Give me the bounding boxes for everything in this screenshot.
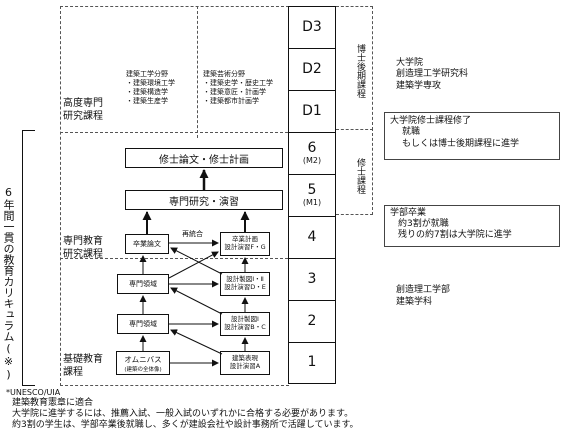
grad-thesis-box: 卒業論文 [125, 234, 169, 254]
grad-design-box: 卒業計画 設計演習F・G [220, 232, 270, 256]
year-column: D3 D2 D1 6 (M2) 5 (M1) 4 3 2 1 [288, 6, 336, 384]
phase-divider-1 [60, 132, 288, 133]
research-box: 専門研究・演習 [125, 190, 283, 210]
faculty-info-line: 創造理工学部 [396, 285, 451, 295]
year-label: D2 [302, 60, 322, 77]
field-design-item: ・建築都市計画学 [203, 97, 259, 106]
left-bracket [22, 130, 35, 386]
faculty-info-line: 建築学科 [396, 296, 433, 307]
year-cell: 3 [289, 259, 335, 301]
arrow-design-bc-to-special [170, 287, 223, 315]
field-design-item: ・建築意匠・計画学 [203, 88, 266, 97]
thesis-label: 修士論文・修士計画 [159, 154, 249, 166]
field-engineering-item: ・建築構造学 [126, 88, 168, 97]
year-label: 2 [307, 312, 317, 329]
year-label: 1 [307, 353, 317, 370]
undergrad-info-line: 約3割が就職 [398, 218, 449, 229]
year-cell: D3 [289, 7, 335, 49]
year-sub-label: (M1) [302, 197, 322, 207]
reintegration-label: 再統合 [182, 230, 203, 238]
doctor-info-line: 建築学専攻 [396, 80, 442, 91]
expression-label: 建築表現 設計演習A [229, 354, 261, 370]
year-cell: 2 [289, 301, 335, 343]
year-label: 6 [307, 140, 317, 157]
master-info-box: 大学院修士課程修了 就職 もしくは博士後期課程に進学 [384, 112, 560, 160]
special-area-box-lower: 専門領域 [117, 314, 169, 334]
field-divider [197, 6, 198, 138]
year-label: 4 [307, 228, 317, 245]
undergrad-info-box: 学部卒業 約3割が就職 残りの約7割は大学院に進学 [384, 205, 560, 247]
master-info-line: 就職 [402, 127, 421, 138]
year-cell: D1 [289, 91, 335, 133]
master-label: 修士課程 [355, 158, 365, 194]
field-design: 建築芸術分野 ・建築史学・歴史工学 ・建築意匠・計画学 ・建築都市計画学 [203, 70, 273, 106]
doctor-info-line: 大学院 [396, 58, 424, 68]
year-label: D1 [302, 102, 322, 119]
footnote-line: 建築教育憲章に適合 [12, 397, 94, 408]
omnibus-sub-label: (建築の全体像) [124, 366, 162, 373]
year-label: 5 [307, 182, 317, 199]
undergrad-title: 学部卒業 [390, 208, 427, 218]
year-cell: 1 [289, 343, 335, 382]
doctor-bracket [336, 6, 373, 130]
omnibus-label: オムニバス [124, 354, 162, 364]
undergrad-info-line: 残りの約7割は大学院に進学 [398, 229, 512, 240]
field-design-title: 建築芸術分野 [203, 70, 245, 78]
special-area-box-upper: 専門領域 [117, 274, 169, 294]
master-bracket [336, 128, 373, 215]
year-cell: 6 (M2) [289, 133, 335, 175]
year-cell: 4 [289, 217, 335, 259]
grad-thesis-label: 卒業論文 [133, 240, 161, 248]
footnote-title: *UNESCO/UIA [6, 388, 61, 397]
phase-label-basic: 基礎教育課程 [63, 354, 103, 378]
master-info-line: もしくは博士後期課程に進学 [402, 138, 520, 149]
footnote-line: 大学院に進学するには、推薦入試、一般入試のいずれかに合格する必要があります。 [12, 408, 354, 419]
phase-label-professional: 専門教育研究課程 [63, 236, 103, 260]
year-cell: D2 [289, 49, 335, 91]
curriculum-frame [60, 6, 289, 386]
special-area-label: 専門領域 [129, 280, 157, 288]
design-de-box: 設計製図Ⅰ・Ⅱ 設計演習D・E [220, 272, 270, 296]
field-engineering: 建築工学分野 ・建築環境工学 ・建築構造学 ・建築生産学 [126, 70, 175, 106]
arrow-design-de-to-grad-thesis [170, 247, 223, 275]
master-complete: 大学院修士課程修了 [390, 116, 472, 126]
research-label: 専門研究・演習 [169, 196, 239, 208]
year-label: 3 [307, 270, 317, 287]
grad-design-label: 卒業計画 設計演習F・G [224, 235, 266, 251]
field-engineering-title: 建築工学分野 [126, 70, 168, 78]
arrow-special-to-grad-design [168, 251, 219, 279]
field-design-item: ・建築史学・歴史工学 [203, 79, 273, 88]
design-de-label: 設計製図Ⅰ・Ⅱ 設計演習D・E [224, 275, 266, 291]
field-engineering-item: ・建築生産学 [126, 97, 168, 106]
doctor-info: 大学院 創造理工学研究科 建築学専攻 [396, 58, 468, 92]
doctor-info-line: 創造理工学研究科 [396, 69, 469, 80]
curriculum-vertical-label: 6年間一貫の教育カリキュラム(※) [2, 186, 15, 381]
phase-divider-2 [60, 258, 288, 259]
faculty-info: 創造理工学部 建築学科 [396, 285, 450, 308]
field-engineering-item: ・建築環境工学 [126, 79, 175, 88]
phase-label-advanced: 高度専門研究課程 [63, 98, 103, 122]
design-bc-label: 設計製図Ⅰ 設計演習B・C [224, 315, 266, 331]
arrow-expression-to-special [170, 329, 223, 355]
expression-box: 建築表現 設計演習A [220, 351, 270, 375]
omnibus-box: オムニバス (建築の全体像) [116, 351, 170, 375]
year-sub-label: (M2) [302, 155, 322, 165]
year-label: D3 [302, 18, 322, 35]
design-bc-box: 設計製図Ⅰ 設計演習B・C [220, 312, 270, 336]
year-cell: 5 (M1) [289, 175, 335, 217]
thesis-box: 修士論文・修士計画 [125, 148, 283, 168]
footnotes: *UNESCO/UIA 建築教育憲章に適合 大学院に進学するには、推薦入試、一般… [6, 388, 359, 431]
doctor-label: 博士後期課程 [355, 44, 365, 98]
special-area-label: 専門領域 [129, 320, 157, 328]
footnote-line: 約3割の学生は、学部卒業後就職し、多くが建設会社や設計事務所で活躍しています。 [12, 419, 359, 430]
